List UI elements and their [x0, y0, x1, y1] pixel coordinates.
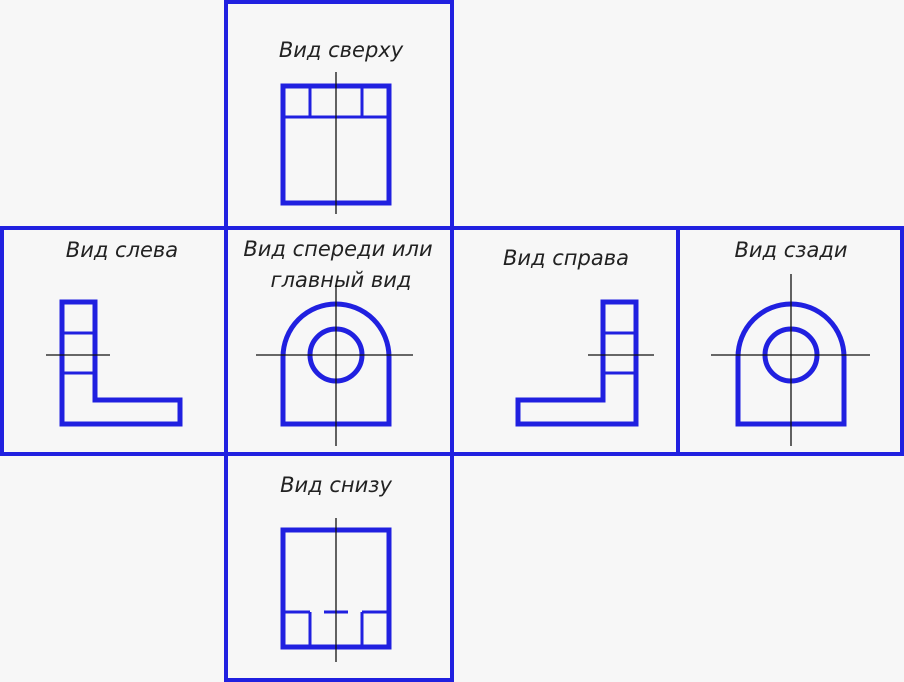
view-front-frame: [224, 226, 454, 456]
view-back: Вид сзади: [676, 226, 904, 456]
view-back-label: Вид сзади: [735, 238, 848, 262]
view-front-label-line2: главный вид: [271, 268, 412, 292]
view-front-label-line1: Вид спереди или: [243, 237, 432, 261]
view-back-outline: [735, 301, 847, 427]
view-right: Вид справа: [450, 226, 680, 456]
view-back-frame: [676, 226, 904, 456]
view-top-frame: [224, 0, 454, 230]
view-front-outline: [280, 301, 392, 427]
view-right-outline: [515, 299, 639, 427]
view-bottom-frame: [224, 452, 454, 682]
view-bottom: Вид снизу: [224, 452, 454, 682]
view-left-outline: [59, 299, 183, 427]
view-right-label: Вид справа: [503, 246, 629, 270]
view-left: Вид слева: [0, 226, 228, 456]
view-top-label: Вид сверху: [279, 38, 404, 62]
view-front: Вид спереди или главный вид: [224, 226, 454, 456]
view-left-label: Вид слева: [66, 238, 178, 262]
view-top: Вид сверху: [224, 0, 454, 230]
view-bottom-label: Вид снизу: [280, 473, 392, 497]
